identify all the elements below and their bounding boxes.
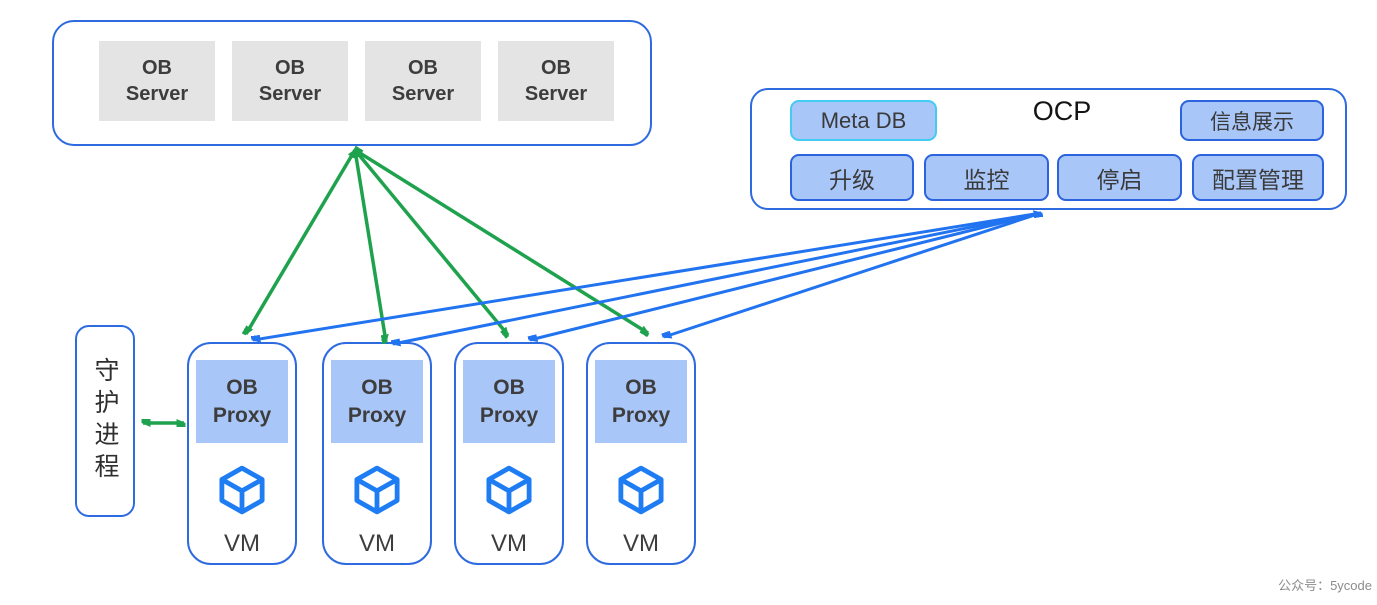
proxy-vm-card: OB Proxy VM xyxy=(586,342,696,565)
ocp-title: OCP xyxy=(1032,96,1092,126)
ob-proxy-label: OB xyxy=(625,376,657,400)
green-arrow-cluster-proxy4 xyxy=(355,150,648,333)
vm-cube-icon xyxy=(613,462,669,518)
watermark: 公众号：5ycode xyxy=(1278,578,1372,593)
monitor-box: 监控 xyxy=(924,154,1049,201)
ob-proxy-label: Proxy xyxy=(479,403,539,427)
ob-server-label: OB xyxy=(142,57,172,79)
vm-cube-icon xyxy=(214,462,270,518)
vm-cube-icon xyxy=(349,462,405,518)
ob-server-label: OB xyxy=(275,57,305,79)
ob-proxy-label: Proxy xyxy=(347,403,407,427)
ob-server-label: OB xyxy=(408,57,438,79)
ob-proxy-badge: OB Proxy xyxy=(331,360,423,443)
ob-proxy-label: Proxy xyxy=(611,403,671,427)
blue-arrow-ocp-proxy2 xyxy=(393,211,1042,344)
ob-server-label: Server xyxy=(125,83,189,105)
config-mgmt-label: 配置管理 xyxy=(1212,166,1304,193)
proxy-vm-card: OB Proxy VM xyxy=(187,342,297,565)
daemon-process-box: 守护进程 xyxy=(75,325,135,517)
ob-proxy-label: Proxy xyxy=(212,403,272,427)
ob-server-label: Server xyxy=(524,83,588,105)
ob-server-row: OB Server OB Server OB Server OB Server xyxy=(54,22,650,121)
config-mgmt-box: 配置管理 xyxy=(1192,154,1324,201)
vm-label: VM xyxy=(224,530,260,557)
ob-proxy-label: OB xyxy=(226,376,258,400)
ob-server-label: Server xyxy=(258,83,322,105)
vm-label: VM xyxy=(623,530,659,557)
start-stop-box: 停启 xyxy=(1057,154,1182,201)
ob-server-box: OB Server xyxy=(365,41,481,121)
blue-arrow-ocp-proxy4 xyxy=(664,211,1042,337)
ob-server-cluster: OB Server OB Server OB Server OB Server xyxy=(52,20,652,146)
ob-server-box: OB Server xyxy=(99,41,215,121)
vm-label: VM xyxy=(491,530,527,557)
green-arrow-cluster-proxy2 xyxy=(355,150,386,342)
green-arrow-cluster-proxy1 xyxy=(246,150,355,334)
upgrade-label: 升级 xyxy=(829,166,875,193)
proxy-vm-card: OB Proxy VM xyxy=(322,342,432,565)
meta-db-label: Meta DB xyxy=(820,107,907,133)
ob-proxy-label: OB xyxy=(493,376,525,400)
ob-proxy-label: OB xyxy=(361,376,393,400)
monitor-label: 监控 xyxy=(963,166,1010,193)
green-arrow-cluster-proxy3 xyxy=(355,150,508,335)
meta-db-box: Meta DB xyxy=(790,100,937,141)
daemon-process-label: 守护进程 xyxy=(91,357,119,485)
info-display-label: 信息展示 xyxy=(1210,110,1294,134)
ob-server-box: OB Server xyxy=(232,41,348,121)
blue-arrow-ocp-proxy3 xyxy=(530,211,1042,340)
upgrade-box: 升级 xyxy=(790,154,914,201)
ob-proxy-badge: OB Proxy xyxy=(463,360,555,443)
ob-server-label: Server xyxy=(391,83,455,105)
vm-cube-icon xyxy=(481,462,537,518)
blue-arrow-ocp-proxy1 xyxy=(253,213,1041,340)
vm-label: VM xyxy=(359,530,395,557)
ob-proxy-badge: OB Proxy xyxy=(595,360,687,443)
proxy-vm-card: OB Proxy VM xyxy=(454,342,564,565)
ob-proxy-badge: OB Proxy xyxy=(196,360,288,443)
ob-server-box: OB Server xyxy=(498,41,614,121)
ocp-panel: Meta DB OCP 信息展示 升级 监控 停启 配置管理 xyxy=(750,88,1347,210)
info-display-box: 信息展示 xyxy=(1180,100,1324,141)
ob-server-label: OB xyxy=(541,57,571,79)
start-stop-label: 停启 xyxy=(1096,166,1143,193)
